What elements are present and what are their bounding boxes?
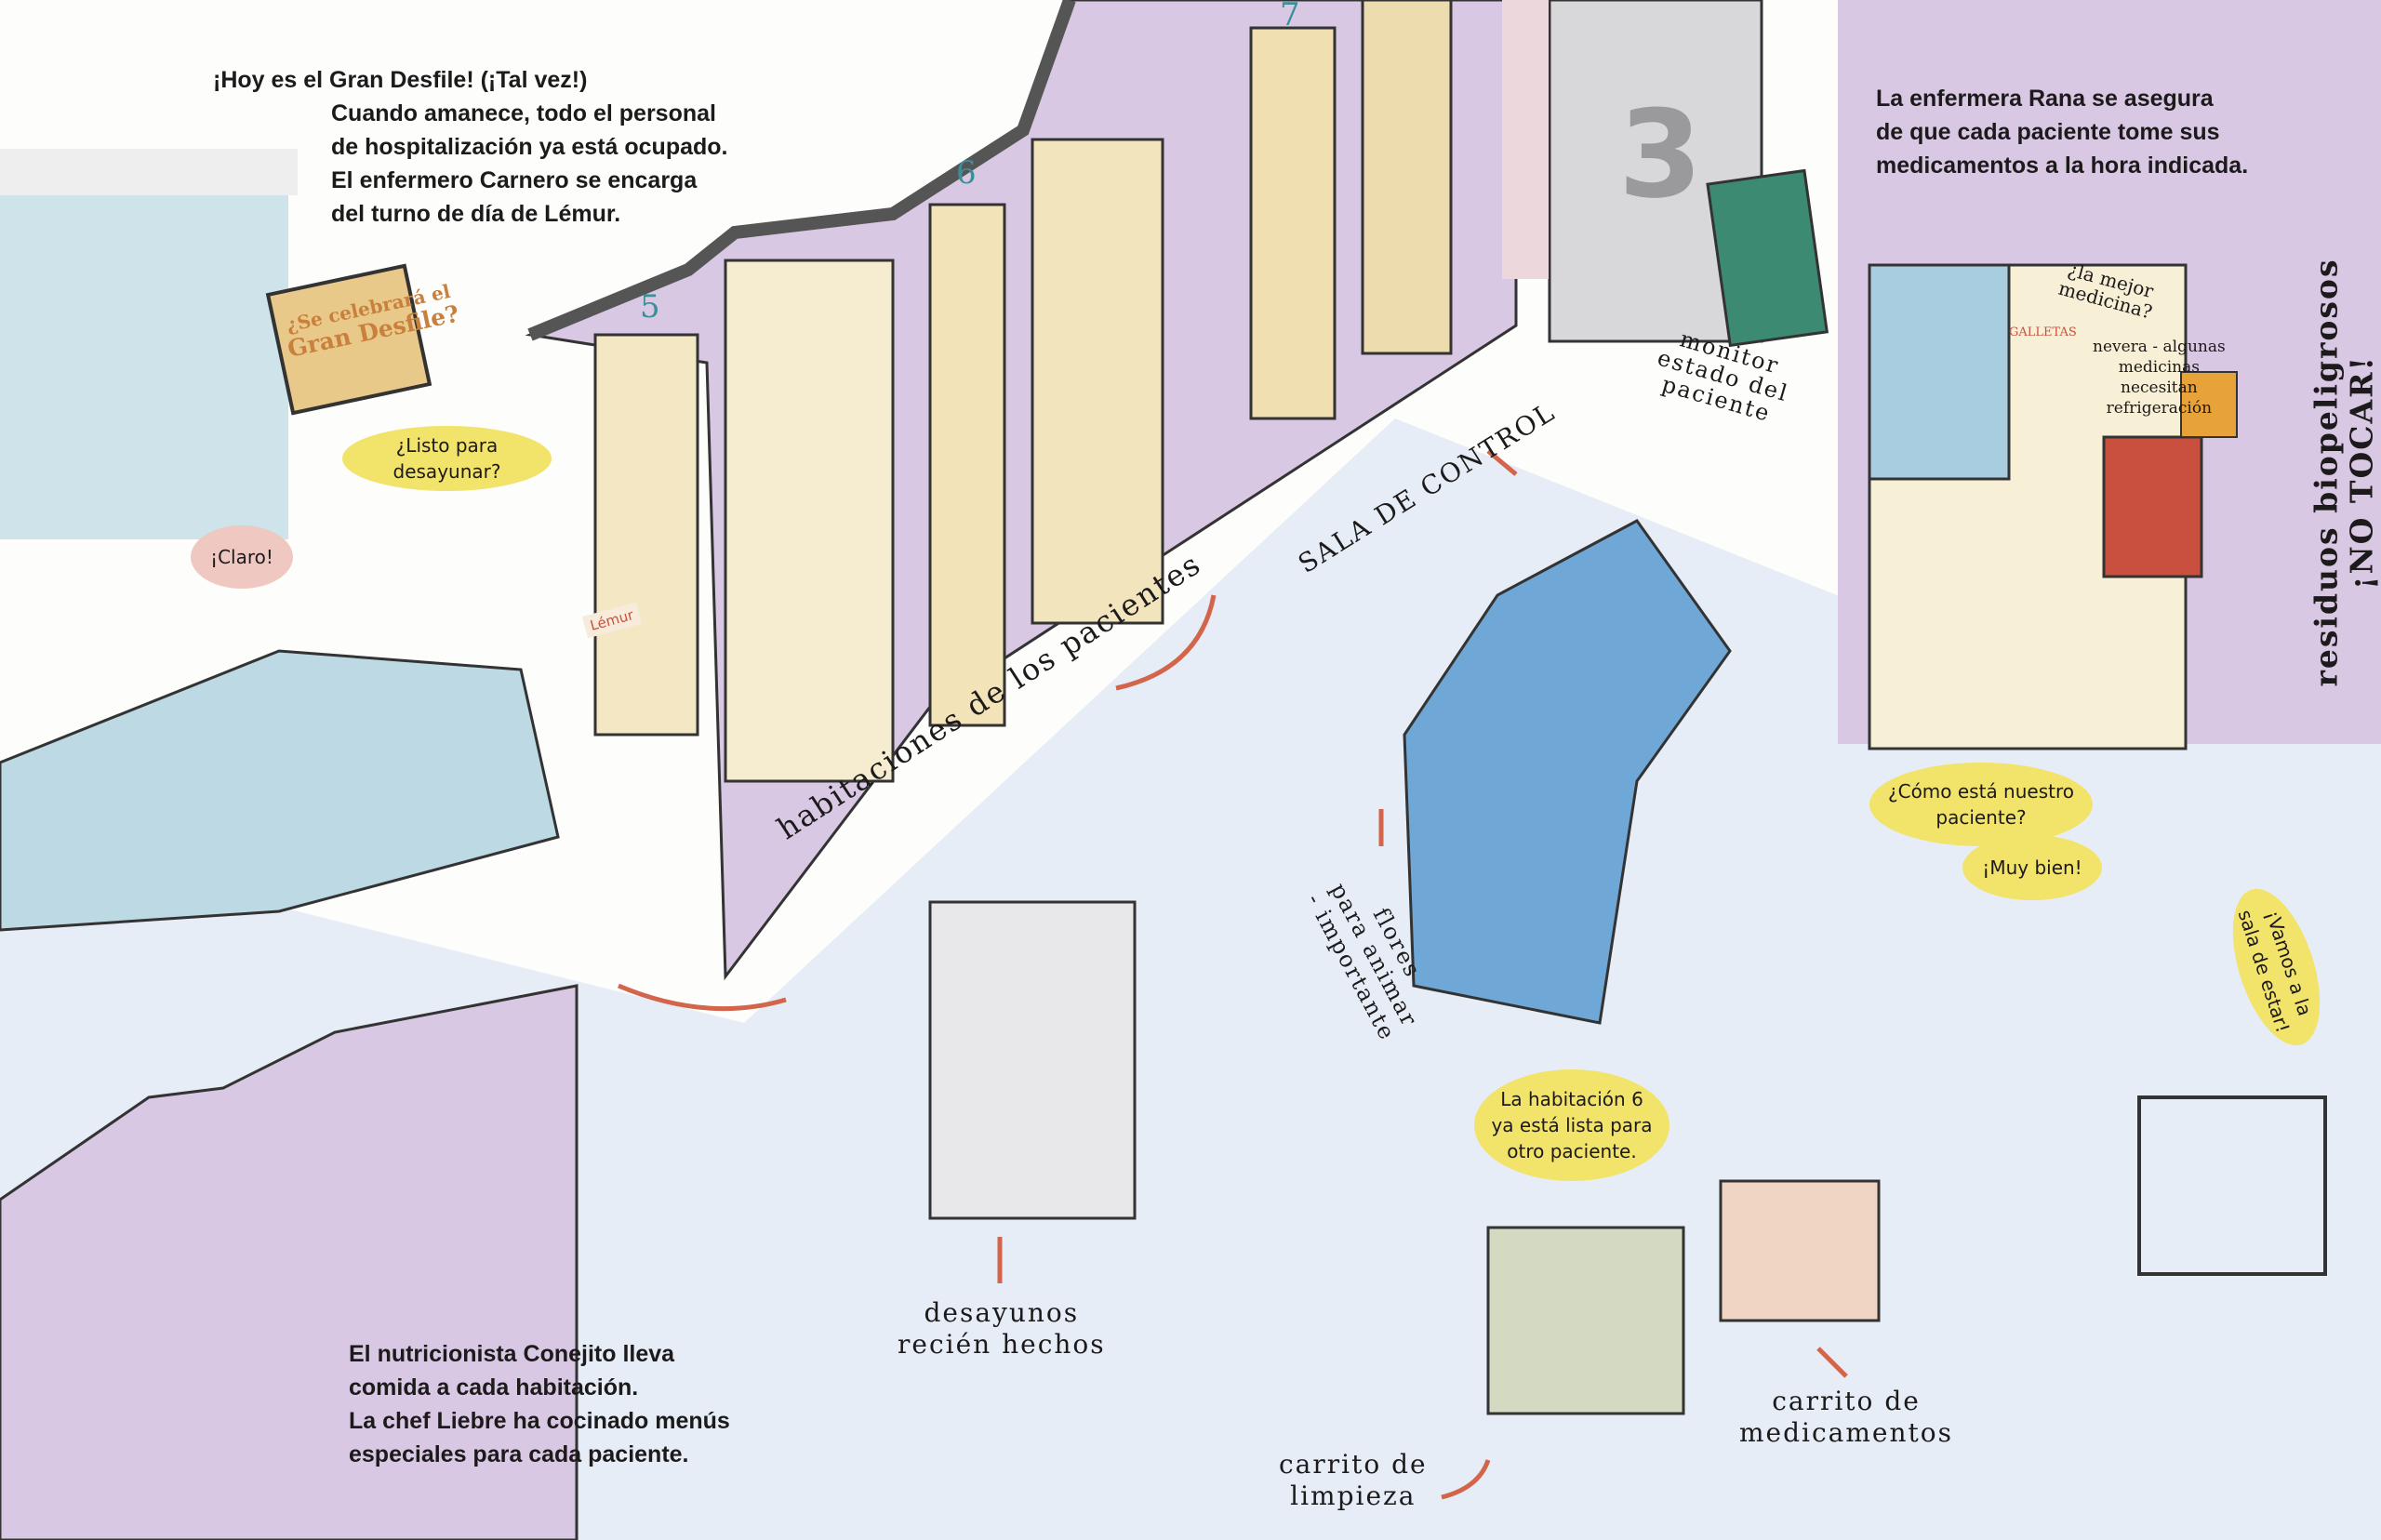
arrow-cleaning — [1441, 1459, 1491, 1500]
bubble-text: ya está lista para — [1491, 1114, 1653, 1136]
medicine-cabinet — [1868, 263, 2011, 481]
speech-bubble-habitacion: La habitación 6 ya está lista para otro pa… — [1474, 1069, 1669, 1181]
speech-bubble-claro: ¡Claro! — [191, 525, 293, 589]
label-line: residuos biopeligrosos — [2308, 258, 2345, 687]
room-number-6: 6 — [956, 154, 977, 192]
intro-line: del turno de día de Lémur. — [331, 201, 621, 227]
arrow-right-corridor — [1115, 594, 1217, 691]
nutrition-text-line: La chef Liebre ha cocinado menús — [349, 1408, 730, 1434]
bubble-text: ¿Cómo está nuestro — [1887, 780, 2074, 803]
stairs-wall — [0, 984, 579, 1540]
elevator-floor-number: 3 — [1618, 84, 1703, 225]
nutrition-text-line: El nutricionista Conejito lleva — [349, 1341, 675, 1367]
speech-bubble-listo: ¿Listo para desayunar? — [342, 426, 552, 491]
arrow-left-corridor — [618, 983, 787, 1012]
frog-text-line: de que cada paciente tome sus — [1876, 119, 2220, 145]
elevator-frame — [1502, 0, 1549, 279]
hospital-bed — [0, 649, 560, 932]
label-line: carrito de — [1772, 1386, 1921, 1416]
frog-nurse-text: La enfermera Rana se asegura de que cada… — [1876, 82, 2248, 182]
speech-bubble-como: ¿Cómo está nuestro paciente? — [1869, 763, 2093, 846]
intro-line: El enfermero Carnero se encarga — [331, 167, 698, 193]
nutrition-text: El nutricionista Conejito lleva comida a… — [349, 1337, 730, 1471]
label-line: ¡NO TOCAR! — [2343, 355, 2380, 590]
label-line: recién hechos — [898, 1329, 1106, 1360]
bubble-text: otro paciente. — [1507, 1140, 1637, 1162]
biohazard-bin — [2102, 435, 2203, 578]
tv — [265, 263, 432, 416]
arrow-control — [1486, 449, 1518, 476]
left-room-window — [0, 149, 288, 539]
label-line: medicamentos — [1739, 1417, 1954, 1448]
frog-text-line: medicamentos a la hora indicada. — [1876, 153, 2249, 179]
patient-monitor — [1706, 168, 1829, 348]
wheelchair — [2137, 1095, 2327, 1276]
label-line: refrigeración — [2106, 399, 2213, 418]
label-line: medicinas — [2118, 358, 2200, 377]
bubble-text: ¡Claro! — [210, 546, 273, 568]
intro-text: ¡Hoy es el Gran Desfile! (¡Tal vez!) Cua… — [213, 63, 728, 231]
left-room-wall — [0, 149, 298, 195]
cleaning-cart — [1486, 1226, 1685, 1415]
bubble-text: ¿Listo para desayunar? — [392, 434, 501, 483]
label-line: necesitan — [2121, 378, 2198, 397]
bubble-text: ¡Muy bien! — [1982, 856, 2082, 879]
intro-title: ¡Hoy es el Gran Desfile! (¡Tal vez!) — [213, 67, 588, 93]
label-line: limpieza — [1290, 1480, 1417, 1511]
intro-line: de hospitalización ya está ocupado. — [331, 134, 728, 160]
intro-line: Cuando amanece, todo el personal — [331, 100, 716, 126]
frog-text-line: La enfermera Rana se asegura — [1876, 86, 2214, 112]
room-number-7: 7 — [1280, 0, 1300, 33]
door-room-7 — [1249, 26, 1337, 420]
sharps-box — [2180, 371, 2238, 438]
window-room-7 — [1361, 0, 1453, 355]
meal-trolley — [928, 900, 1137, 1220]
bubble-text: La habitación 6 — [1500, 1088, 1643, 1110]
label-line: carrito de — [1279, 1449, 1428, 1480]
arrows — [618, 449, 1848, 1500]
window-room-5 — [724, 259, 895, 783]
corridor-roof — [527, 0, 1076, 341]
nutrition-text-line: comida a cada habitación. — [349, 1374, 639, 1401]
medication-cart — [1719, 1179, 1881, 1322]
nutrition-text-line: especiales para cada paciente. — [349, 1441, 689, 1467]
label-line: nevera - algunas — [2093, 338, 2226, 356]
door-room-5 — [593, 333, 699, 737]
window-room-6 — [1031, 138, 1164, 625]
bubble-text: paciente? — [1935, 806, 2027, 829]
arrow-medication — [1816, 1347, 1848, 1378]
room-number-5: 5 — [640, 288, 660, 325]
label-line: desayunos — [924, 1297, 1080, 1328]
label-biohazard-waste: residuos biopeligrosos¡NO TOCAR! — [2308, 258, 2380, 687]
cookie-jar-label: GALLETAS — [2009, 325, 2077, 339]
door-room-6 — [928, 203, 1006, 727]
control-desk — [1403, 519, 1732, 1025]
speech-bubble-muy-bien: ¡Muy bien! — [1962, 835, 2102, 900]
